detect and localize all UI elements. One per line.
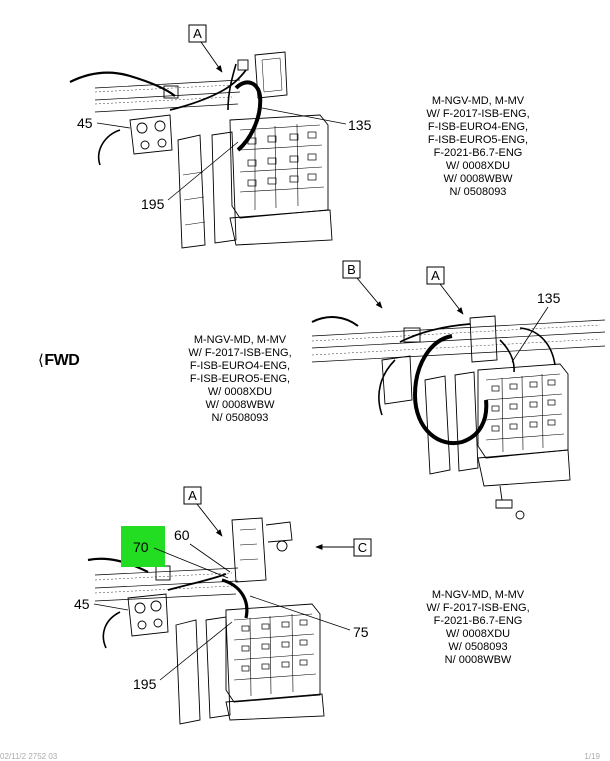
applicability-note-top: M-NGV-MD, M-MV W/ F-2017-ISB-ENG, F-ISB-… — [426, 95, 530, 198]
svg-text:60: 60 — [174, 527, 190, 543]
callout-70-bot: 70 — [121, 526, 229, 579]
assembly-top — [69, 51, 333, 249]
callout-60-bot: 60 — [174, 527, 231, 573]
svg-text:195: 195 — [141, 196, 165, 212]
svg-text:70: 70 — [133, 539, 149, 555]
callout-45-top: 45 — [77, 115, 131, 131]
callout-75-bot: 75 — [249, 595, 369, 640]
forward-label: FWD — [44, 352, 80, 369]
view-marker-mid-b: B — [342, 260, 383, 309]
callout-195-bot: 195 — [133, 621, 233, 692]
svg-text:B: B — [347, 262, 356, 277]
callout-45-bot: 45 — [74, 596, 129, 612]
view-marker-top-a: A — [188, 24, 223, 73]
svg-text:75: 75 — [353, 624, 369, 640]
forward-indicator: ⟨FWD — [38, 351, 80, 370]
footer-page: 1/19 — [584, 752, 600, 761]
svg-text:A: A — [431, 268, 440, 283]
svg-text:135: 135 — [348, 117, 372, 133]
view-marker-bot-a: A — [183, 486, 223, 537]
svg-text:45: 45 — [74, 596, 90, 612]
view-marker-bot-c: C — [315, 538, 372, 557]
footer-code: 02/11/2 2752 03 — [0, 752, 58, 761]
callout-135-mid: 135 — [511, 290, 561, 363]
view-marker-mid-a: A — [426, 266, 464, 315]
callout-135-top: 135 — [261, 107, 372, 133]
applicability-note-middle: M-NGV-MD, M-MV W/ F-2017-ISB-ENG, F-ISB-… — [188, 334, 292, 424]
svg-text:45: 45 — [77, 115, 93, 131]
applicability-note-bottom: M-NGV-MD, M-MV W/ F-2017-ISB-ENG, F-2021… — [426, 589, 530, 666]
svg-text:135: 135 — [537, 290, 561, 306]
highlight-box — [121, 526, 165, 567]
svg-text:A: A — [188, 488, 197, 503]
assembly-middle — [311, 315, 606, 520]
callout-195-top: 195 — [141, 141, 239, 212]
view-label: A — [193, 26, 202, 41]
svg-text:C: C — [358, 540, 367, 555]
forward-arrow-icon: ⟨ — [38, 352, 44, 369]
svg-text:195: 195 — [133, 676, 157, 692]
